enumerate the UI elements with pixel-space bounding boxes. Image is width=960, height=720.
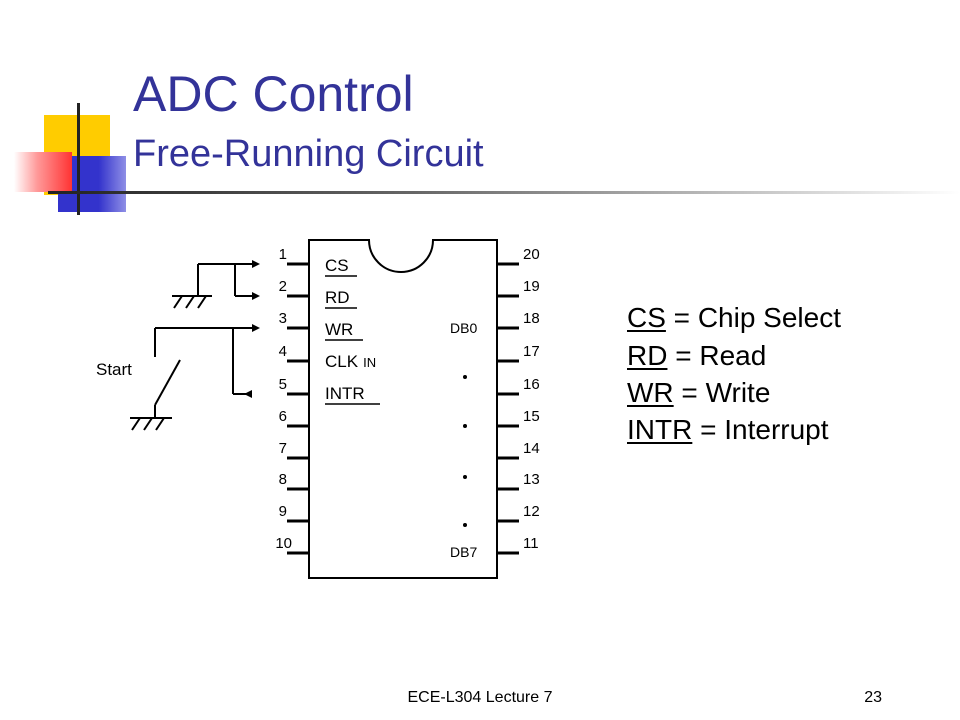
pin-number: 17 — [523, 343, 540, 360]
pin-number: 2 — [279, 278, 287, 295]
signal-cs: CS — [325, 256, 349, 275]
slide-title: ADC Control — [133, 66, 414, 122]
legend-item-intr: INTR = Interrupt — [627, 414, 829, 446]
decor-vertical-line — [77, 103, 80, 215]
signal-clk-sub: IN — [363, 355, 376, 370]
pin-number: 9 — [279, 503, 287, 520]
legend-abbr: RD — [627, 340, 668, 371]
pin-number: 1 — [279, 246, 287, 263]
pin-number: 20 — [523, 246, 540, 263]
pin-number: 7 — [279, 440, 287, 457]
pin-number: 18 — [523, 310, 540, 327]
legend-item-wr: WR = Write — [627, 377, 770, 409]
left-pin-stubs — [287, 262, 309, 555]
pin-number: 16 — [523, 376, 540, 393]
pin-number: 11 — [523, 535, 539, 552]
ground-symbol-top — [172, 295, 212, 309]
decor-red-square — [14, 152, 72, 192]
start-switch-label: Start — [96, 360, 132, 379]
legend-abbr: WR — [627, 377, 674, 408]
right-pin-stubs — [497, 262, 519, 555]
active-low-bars — [325, 275, 380, 405]
pin-number: 3 — [279, 310, 287, 327]
legend-text: = Read — [667, 340, 767, 371]
right-pin-numbers: 20 19 18 17 16 15 14 13 12 11 — [523, 246, 540, 552]
db0-label: DB0 — [450, 320, 477, 336]
signal-rd: RD — [325, 288, 350, 307]
signal-wr: WR — [325, 320, 353, 339]
pin-number: 13 — [523, 471, 540, 488]
legend-item-cs: CS = Chip Select — [627, 302, 841, 334]
legend-text: = Chip Select — [665, 302, 842, 333]
slide-subtitle: Free-Running Circuit — [133, 133, 484, 175]
pin-arrowheads — [244, 260, 260, 398]
pin-number: 5 — [279, 376, 287, 393]
pin-number: 10 — [275, 535, 292, 552]
legend-item-rd: RD = Read — [627, 340, 766, 372]
signal-clk-main: CLK — [325, 352, 359, 371]
chip-body — [308, 239, 498, 579]
bus-ellipsis-dots — [463, 375, 467, 527]
db7-label: DB7 — [450, 544, 477, 560]
pin-number: 4 — [279, 343, 287, 360]
decor-horizontal-line — [48, 191, 960, 194]
signal-clk: CLK IN — [325, 352, 376, 371]
legend-abbr: INTR — [627, 414, 693, 445]
pin-number: 12 — [523, 503, 540, 520]
footer-lecture-label: ECE-L304 Lecture 7 — [407, 689, 553, 706]
legend-abbr: CS — [627, 302, 666, 333]
pin-number: 8 — [279, 471, 287, 488]
pin-number: 19 — [523, 278, 540, 295]
ground-symbol-bottom — [130, 417, 172, 431]
wiring — [154, 263, 252, 418]
legend-text: = Write — [673, 377, 771, 408]
pin-number: 14 — [523, 440, 540, 457]
signal-intr: INTR — [325, 384, 365, 403]
pin-number: 6 — [279, 408, 287, 425]
pin-number: 15 — [523, 408, 540, 425]
left-pin-numbers: 1 2 3 4 5 6 7 8 9 10 — [275, 246, 292, 552]
signal-labels: CS RD WR CLK IN INTR — [325, 256, 376, 403]
legend-text: = Interrupt — [692, 414, 829, 445]
footer-page-number: 23 — [864, 689, 882, 706]
